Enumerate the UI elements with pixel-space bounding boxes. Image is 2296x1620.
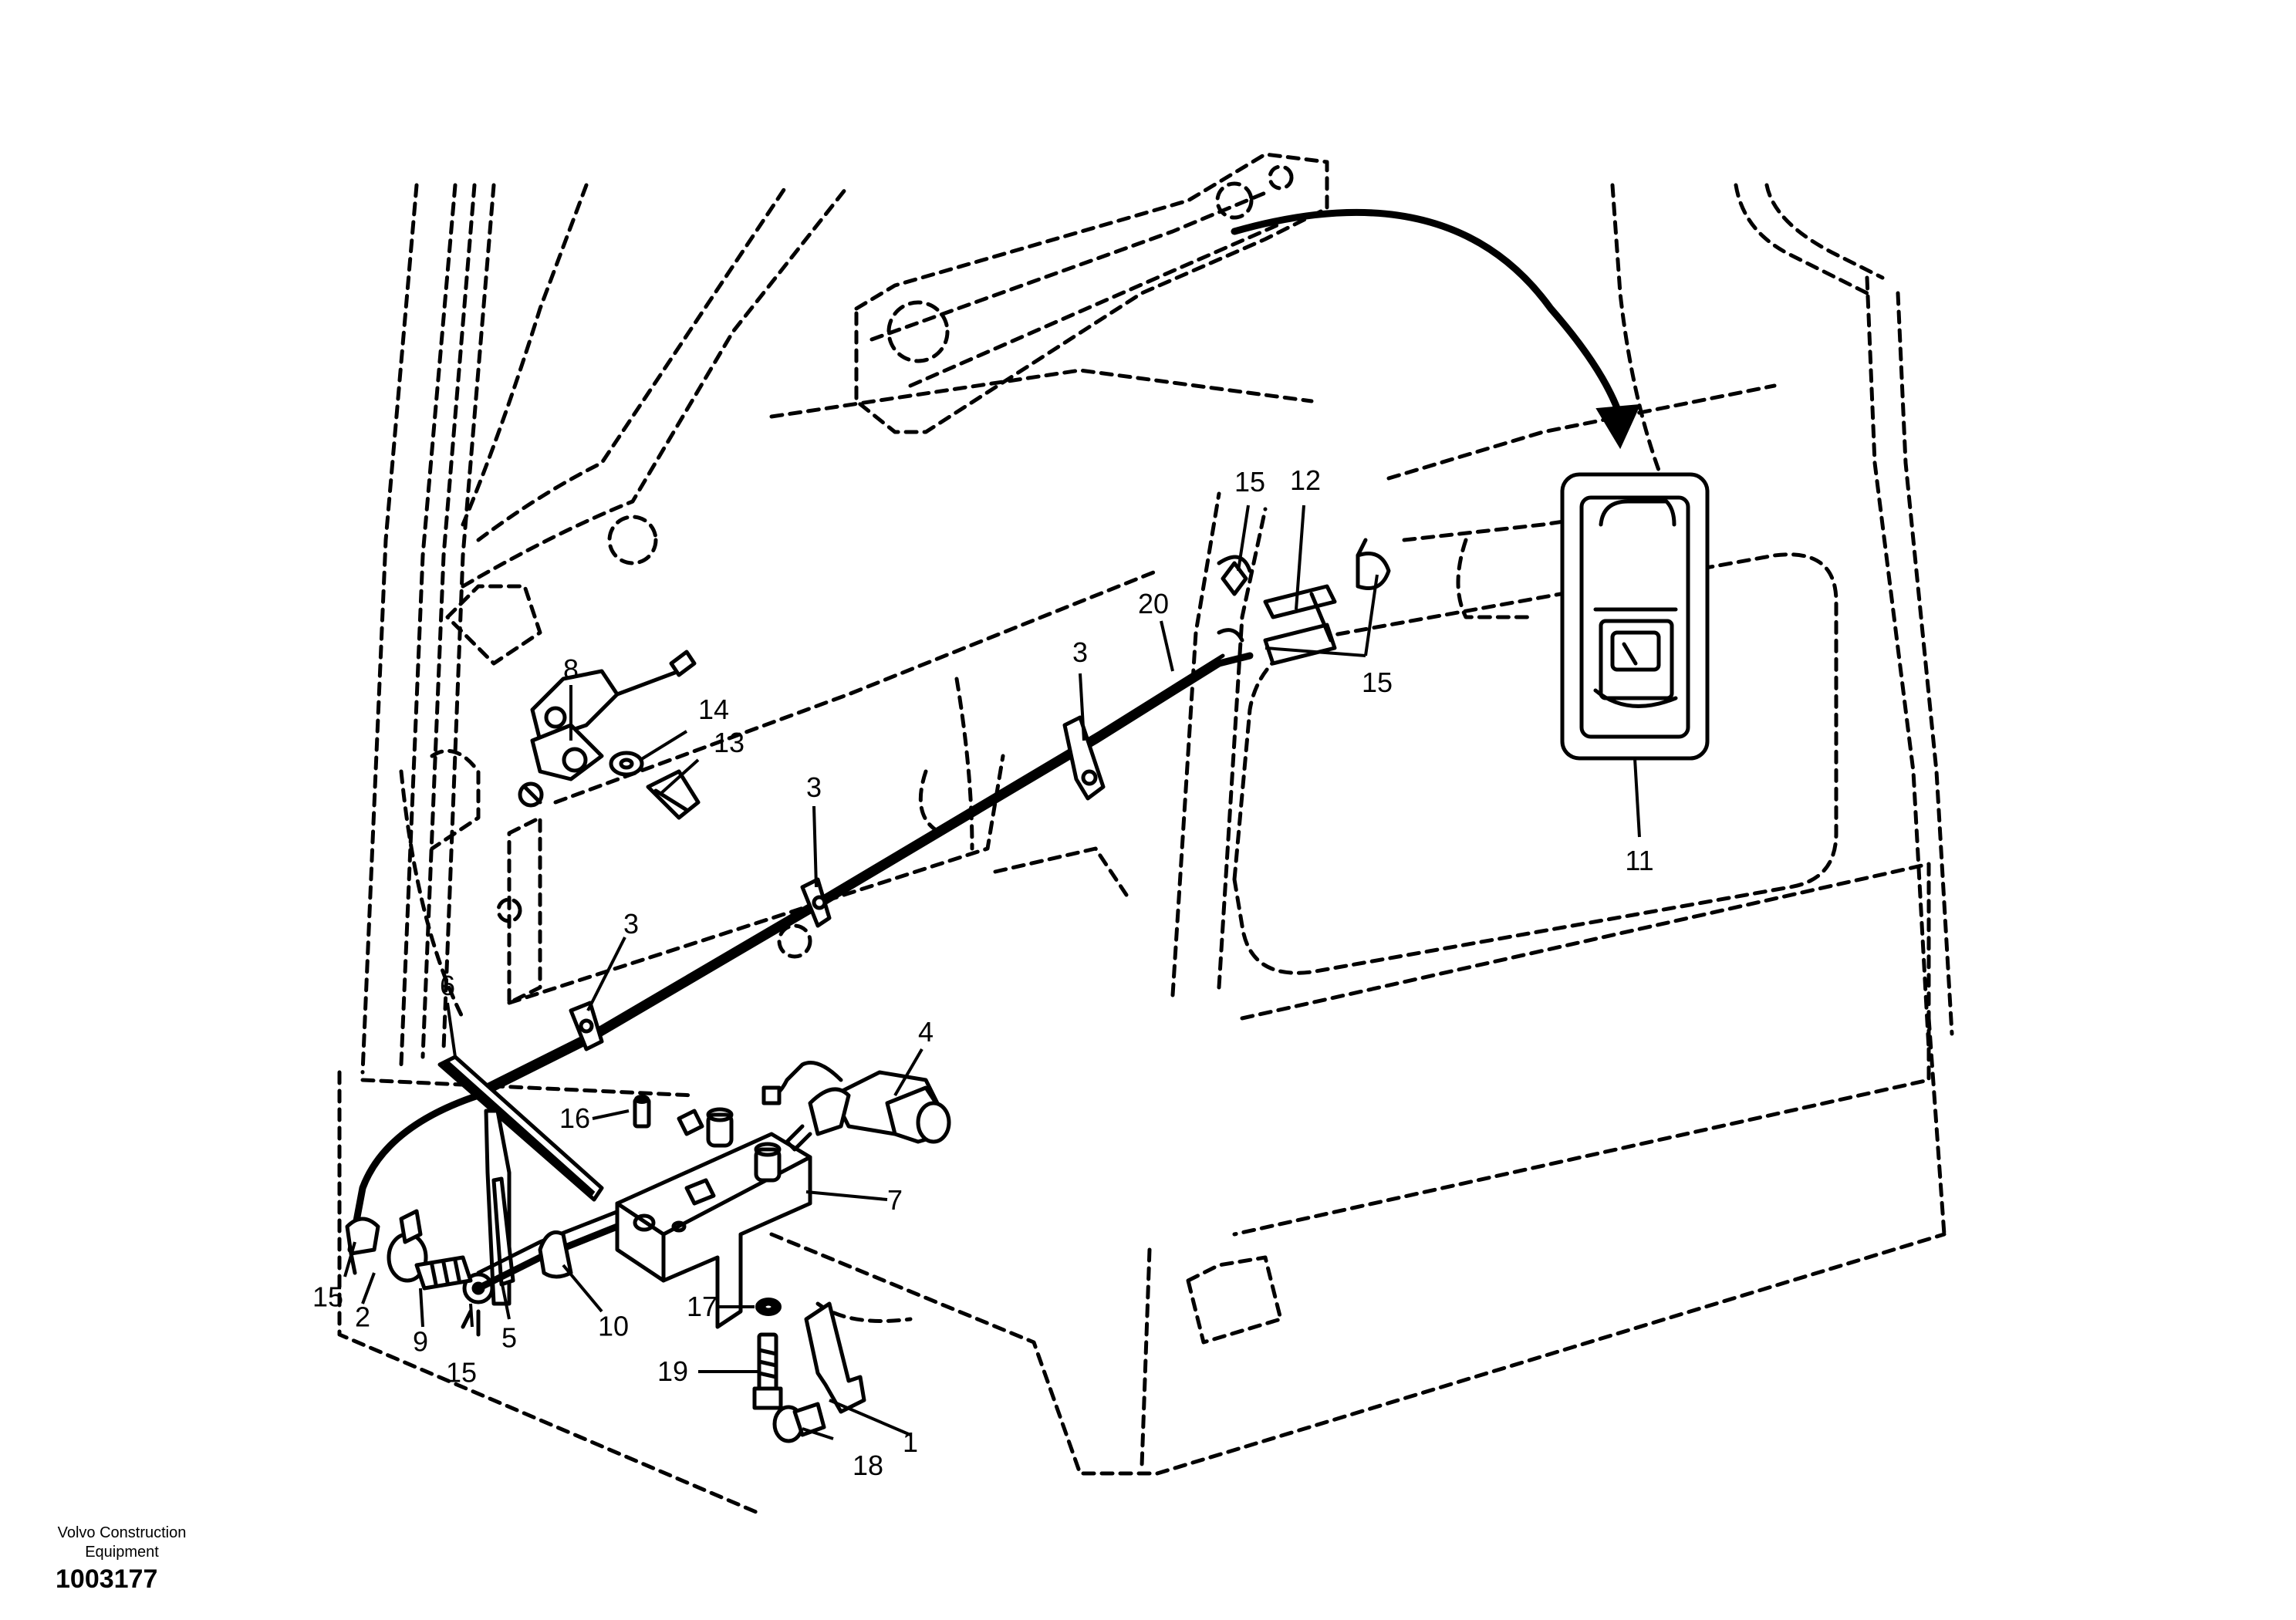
callout-15-left: 15	[312, 1281, 343, 1312]
cab-frame-outline	[337, 152, 1954, 1514]
callout-10: 10	[598, 1310, 629, 1342]
callout-5: 5	[501, 1321, 517, 1353]
callout-labels: 1 2 3 3 3 4 5 6 7 8 9 10 11 12 13 14 15 …	[312, 464, 1654, 1481]
hose-clamp-middle	[800, 877, 832, 928]
callout-3-middle: 3	[806, 771, 822, 803]
callout-14: 14	[698, 694, 729, 725]
hose-clamp-lower	[569, 1001, 604, 1051]
bolt-18	[772, 1402, 826, 1443]
brand-line-1: Volvo Construction	[57, 1524, 187, 1541]
callout-8: 8	[563, 653, 579, 685]
wiper-switch-detail	[1560, 472, 1710, 838]
wiper-motor-bracket	[615, 1107, 812, 1329]
washer-17	[755, 1298, 782, 1316]
wiper-arm	[461, 1109, 515, 1337]
bolt-16	[633, 1095, 651, 1129]
callout-2: 2	[355, 1301, 370, 1332]
leader-lines	[343, 505, 1379, 1440]
callout-15-right: 15	[1362, 667, 1393, 698]
hose-clamp-upper	[1062, 715, 1106, 801]
wiper-motor	[761, 1061, 951, 1152]
callout-9: 9	[413, 1325, 428, 1357]
callout-18: 18	[853, 1450, 883, 1481]
wiper-blade	[437, 1055, 604, 1202]
hose-t-connector	[1217, 538, 1391, 666]
callout-4: 4	[918, 1016, 934, 1048]
callout-20: 20	[1138, 588, 1169, 619]
callout-19: 19	[657, 1355, 688, 1387]
callout-3-upper: 3	[1072, 636, 1088, 668]
callout-6: 6	[440, 970, 455, 1001]
callout-15-bottom: 15	[446, 1356, 477, 1388]
callout-17: 17	[687, 1291, 718, 1322]
wiper-arm-stopper-bracket	[518, 650, 701, 820]
callout-3-lower: 3	[623, 908, 639, 940]
callout-13: 13	[714, 727, 745, 758]
drawing-number: 1003177	[56, 1564, 158, 1594]
brand-label: Volvo Construction Equipment	[29, 1524, 214, 1562]
callout-11: 11	[1625, 845, 1653, 876]
detail-arrow	[1231, 208, 1641, 450]
callout-15-top: 15	[1234, 466, 1265, 498]
callout-7: 7	[887, 1184, 903, 1216]
callout-1: 1	[903, 1426, 918, 1458]
brand-line-2: Equipment	[85, 1544, 159, 1561]
callout-16: 16	[559, 1102, 590, 1134]
callout-12: 12	[1290, 464, 1321, 496]
mounting-plate-1	[804, 1301, 866, 1414]
bolt-19	[752, 1332, 783, 1410]
